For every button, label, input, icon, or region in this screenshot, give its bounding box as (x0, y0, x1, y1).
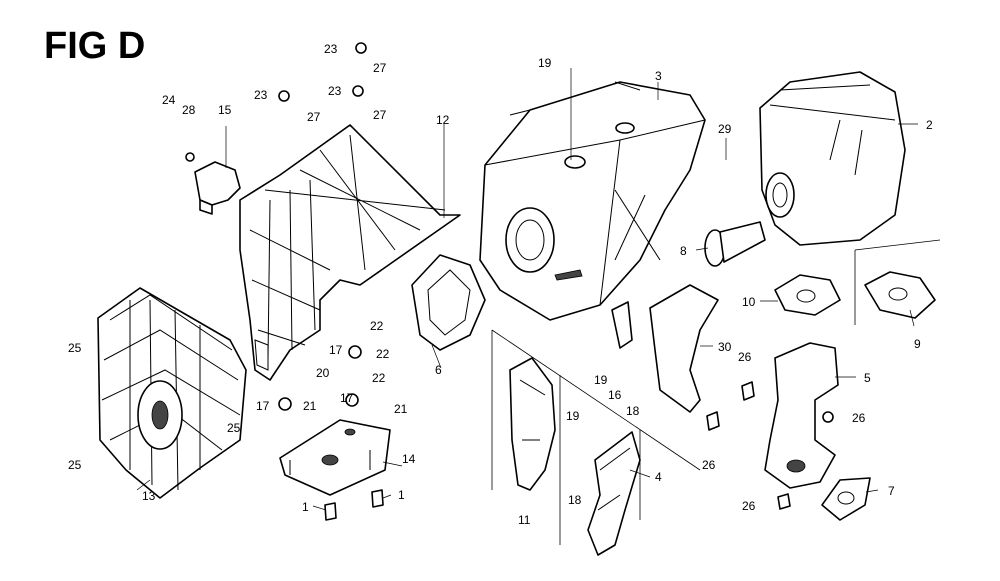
callout-26a: 26 (738, 350, 752, 364)
callout-24: 24 (162, 93, 176, 107)
callout-23a: 23 (324, 42, 338, 56)
part-3-top-cover (479, 81, 706, 321)
part-5-manifold (764, 342, 839, 489)
callout-15: 15 (218, 103, 232, 117)
leader-lines (136, 68, 918, 511)
callout-22b: 22 (376, 347, 390, 361)
part-8-pipe (704, 221, 766, 267)
part-30-bracket (649, 284, 719, 413)
callout-6: 6 (435, 363, 442, 377)
callout-20: 20 (316, 366, 330, 380)
callout-4: 4 (655, 470, 662, 484)
callout-3: 3 (655, 69, 662, 83)
callout-17a: 17 (329, 343, 343, 357)
part-14-base-plate (279, 419, 391, 496)
callout-1b: 1 (398, 488, 405, 502)
callout-25c: 25 (68, 458, 82, 472)
callout-19c: 19 (566, 409, 580, 423)
callout-12: 12 (436, 113, 450, 127)
callout-27b: 27 (307, 110, 321, 124)
part-13-front-shroud (97, 287, 247, 499)
callout-16: 16 (608, 388, 622, 402)
callout-18b: 18 (568, 493, 582, 507)
callout-8: 8 (680, 244, 687, 258)
callout-19a: 19 (538, 56, 552, 70)
callout-22a: 22 (370, 319, 384, 333)
callout-10: 10 (742, 295, 756, 309)
callout-30: 30 (718, 340, 732, 354)
callout-13: 13 (142, 489, 156, 503)
part-9-gasket (864, 271, 936, 319)
part-2-muffler-cover (759, 71, 906, 246)
callout-26b: 26 (852, 411, 866, 425)
callout-26c: 26 (702, 458, 716, 472)
callout-1a: 1 (302, 500, 309, 514)
callout-21a: 21 (303, 399, 317, 413)
callout-23b: 23 (254, 88, 268, 102)
callout-26d: 26 (742, 499, 756, 513)
callout-labels: 2 3 19 29 8 10 9 26 5 26 26 26 7 30 19 1… (68, 42, 933, 527)
part-15-bracket (194, 161, 241, 215)
callout-28: 28 (182, 103, 196, 117)
callout-11: 11 (518, 513, 531, 527)
part-16-clip (611, 301, 633, 349)
callout-14: 14 (402, 452, 416, 466)
part-10-gasket (774, 274, 841, 316)
callout-2: 2 (926, 118, 933, 132)
callout-27a: 27 (373, 61, 387, 75)
hardware-fasteners (185, 42, 834, 510)
callout-25a: 25 (68, 341, 82, 355)
part-12-top-shroud (239, 124, 461, 381)
callout-29: 29 (718, 122, 732, 136)
part-1-nuts (324, 489, 384, 521)
callout-27c: 27 (373, 108, 387, 122)
callout-21b: 21 (394, 402, 408, 416)
callout-19b: 19 (594, 373, 608, 387)
callout-18a: 18 (626, 404, 640, 418)
part-11-side-cover (509, 357, 556, 491)
callout-25b: 25 (227, 421, 241, 435)
section-dividers (491, 239, 941, 545)
callout-9: 9 (914, 337, 921, 351)
callout-7: 7 (888, 484, 895, 498)
part-4-guard (587, 431, 641, 556)
callout-17b: 17 (340, 391, 354, 405)
figure-title: FIG D (44, 25, 145, 67)
callout-17c: 17 (256, 399, 270, 413)
callout-23c: 23 (328, 84, 342, 98)
callout-5: 5 (864, 371, 871, 385)
part-6-flange (411, 254, 486, 351)
callout-22c: 22 (372, 371, 386, 385)
part-7-gasket (821, 477, 871, 521)
